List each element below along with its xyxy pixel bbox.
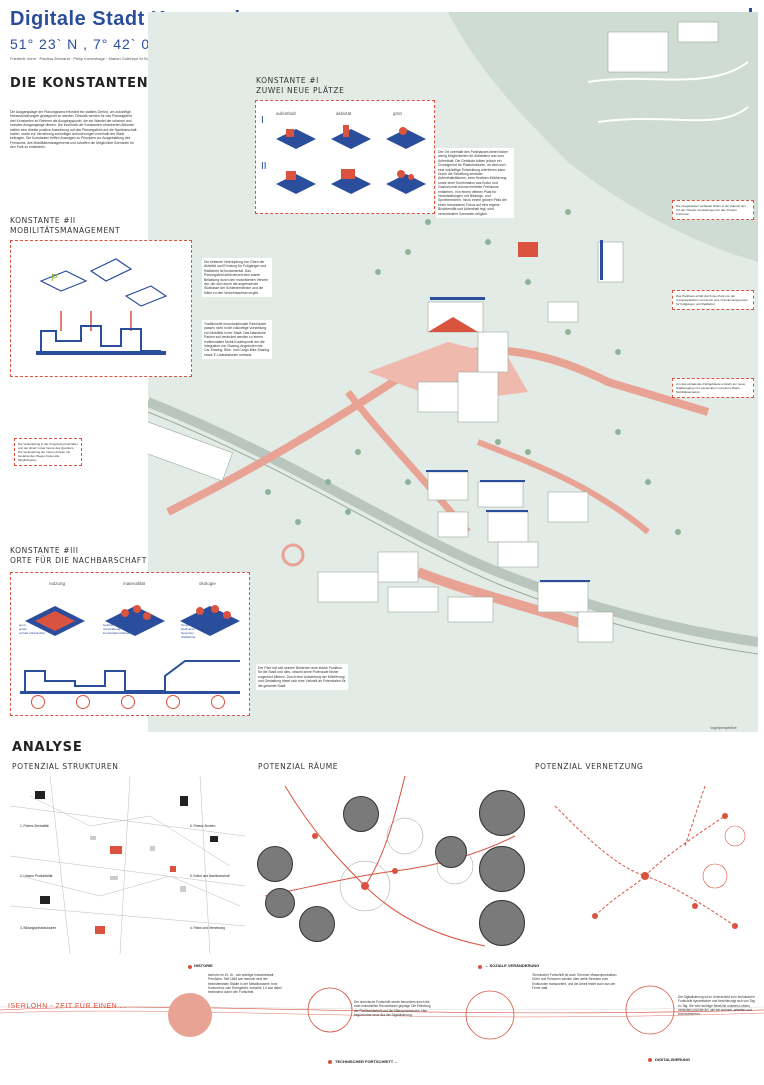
strukturen-label-1: 1. Potenz Zentralität [20,824,49,828]
photo-circle-2 [257,846,293,882]
vernetzung-network [554,785,746,929]
k1-title: KONSTANTE #I [256,76,319,85]
strukturen-label-6: 6. Potenz Zentren [190,824,216,828]
photo-circle-8 [479,900,525,946]
k3-sub-materialitaet: bedarfe verschattung komfortable Flächen [103,623,131,635]
strukturen-label-2: 2. Urbane Produktivität [20,874,53,878]
photo-circle-3 [265,888,295,918]
k3-drawings [20,605,240,694]
timeline-item-4-text: Die Digitalisierung ist im Unterschied z… [678,995,755,1017]
strukturen-map: 1. Potenz Zentralität 2. Urbane Produkti… [9,775,246,955]
bike-icon [121,695,135,709]
konstanten-intro: Die Ausgangslage der Planungsarea erford… [10,110,137,150]
raeume-diagram [255,775,525,954]
k1-label-gruen: grün [393,111,403,116]
k1-label-aktivitaet: aktivität [336,111,352,116]
analyse-heading: ANALYSE [12,740,83,755]
k2-text-2: Traditionelle monofunktionale Parkhäuser… [202,320,272,360]
map-annotation-3: Um das einladende Parkgebäude entsteht e… [672,378,754,398]
analyse-col1-title: POTENZIAL STRUKTUREN [12,762,119,771]
people-icon [31,695,45,709]
timeline-main-label: ISERLOHN - ZEIT FÜR EINEN ... [8,1003,127,1010]
k3-subtitle: ORTE FÜR DIE NACHBARSCHAFT [10,556,147,565]
photo-circle-4 [299,906,335,942]
timeline-section: ISERLOHN - ZEIT FÜR EINEN ... HISTORIE I… [0,955,764,1080]
k1-roman-1: I [261,115,264,126]
k1-label-aufenthalt: aufenthalt [276,111,296,116]
timeline-item-1-title: HISTORIE [194,963,213,968]
strukturen-label-4: 4. Parks und Vernetzung [190,926,225,930]
map-annotation-1: Die neugebauten Gebäude bilden in der Zu… [672,200,754,220]
timeline-item-4-title: DIGITALISIERUNG [655,1057,691,1062]
timeline-item-3-text: Technischer Fortschritt ist auch Teil ei… [532,973,618,990]
map-annotation-2: Das Parkhaus erhält durch den Park von d… [672,290,754,310]
k2-mobility-diagram: P [36,258,168,355]
k1-subtitle: ZUWEI NEUE PLÄTZE [256,86,345,95]
photo-circle-5 [435,836,467,868]
k3-title: KONSTANTE #III [10,546,79,555]
k2-diagram-box: P [10,240,192,377]
k3-icon-row [31,695,241,711]
authors: Friederik Vorm · Paulina Ziebrand · Phil… [10,56,150,61]
k3-sub-nutzung: sport spiele soziale Infrastruktur [19,623,46,635]
coordinates: 51° 23` N , 7° 42` 0 [10,36,151,52]
k2-subtitle: MOBILITÄTSMANAGEMENT [10,226,121,235]
family-icon [166,695,180,709]
k2-text-1: Die einfache Verknüpfung von Orten der A… [202,258,272,298]
k3-label-materialitaet: materialität [123,581,146,586]
k2-title: KONSTANTE #II [10,216,76,225]
timeline-item-1-text: Iserlohn im 19. Jh., war wichtige Indust… [208,973,282,995]
k3-text: Der Park hat seit seinem Bestehen eine s… [256,664,348,691]
strukturen-label-3: 3. Bildungsinfrastrukturen [20,926,57,930]
k3-label-nutzung: nutzung [49,581,66,586]
k3-label-oekologie: ökologie [199,581,216,586]
photo-circle-6 [479,790,525,836]
raeume-network [264,775,516,947]
k1-text: Der Ort oberhalb des Parkhauses bietet b… [436,148,514,219]
map-caption: Vogelperspektive [710,726,737,730]
k1-diagram-box: I II aufenthalt aktivität grün [255,100,435,214]
svg-text:P: P [51,273,58,284]
strukturen-label-5: 5. Kultur und Nachbarschaft [190,874,230,878]
analyse-col2-title: POTENZIAL RÄUME [258,762,339,771]
photo-circle-7 [479,846,525,892]
k1-roman-2: II [261,161,267,172]
timeline-item-2-text: Der technische Fortschritt wurde besonde… [354,1000,431,1017]
k2-side-note: Die Verknüpfung in die Umgebung beinhalt… [14,438,82,466]
konstanten-heading: DIE KONSTANTEN [10,76,149,91]
timeline-drawing [0,965,764,1064]
timeline-item-2-title: TECHNISCHER FORTSCHRITT ... [335,1059,398,1064]
k1-isometric-diagrams [276,125,426,194]
k3-diagram-box: nutzung materialität ökologie sport spie… [10,572,250,716]
photo-circle-1 [343,796,379,832]
walk-icon [76,695,90,709]
analyse-col3-title: POTENZIAL VERNETZUNG [535,762,644,771]
tree-icon [211,695,225,709]
k3-sub-oekologie: Temperatur biodiverse Retention Stadtkli… [181,623,197,639]
strukturen-map-drawing [9,775,246,955]
vernetzung-diagram [535,776,755,954]
aerial-map [137,12,759,732]
timeline-item-3-title: ... SOZIALE VERÄNDERUNG [485,963,540,968]
